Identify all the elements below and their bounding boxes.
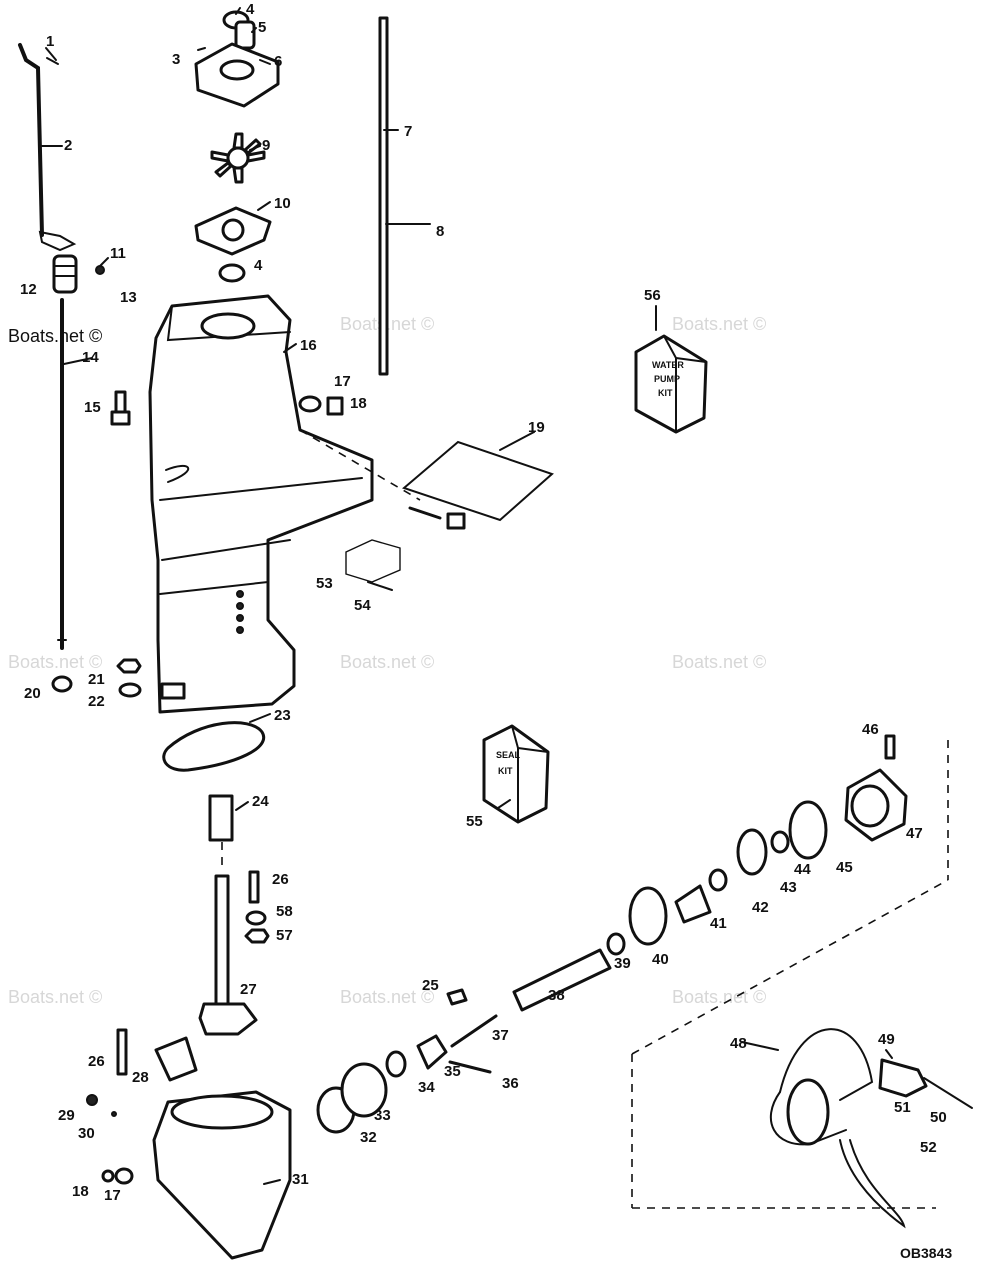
callout-43: 43 xyxy=(780,879,797,896)
callout-36: 36 xyxy=(502,1075,519,1092)
callout-20: 20 xyxy=(24,685,41,702)
callout-49: 49 xyxy=(878,1031,895,1048)
drain-plug xyxy=(298,395,344,416)
callout-16: 16 xyxy=(300,337,317,354)
watermark-text: Boats.net © xyxy=(672,987,766,1007)
trim-tab-anode xyxy=(345,539,401,591)
propeller-assembly xyxy=(631,1028,973,1229)
watermarks: Boats.net © Boats.net © Boats.net © Boat… xyxy=(8,314,766,1007)
diagram-code: OB3843 xyxy=(900,1245,952,1261)
callout-18: 18 xyxy=(350,395,367,412)
callout-12: 12 xyxy=(20,281,37,298)
driveshaft-assembly xyxy=(198,794,270,1036)
kit-label-line: PUMP xyxy=(654,374,680,384)
watermark-text: Boats.net © xyxy=(8,652,102,672)
callout-55: 55 xyxy=(466,813,483,830)
callout-8: 8 xyxy=(436,223,444,240)
shift-rod-lower xyxy=(51,298,73,693)
callout-54: 54 xyxy=(354,597,371,614)
screw xyxy=(110,390,131,426)
gasket xyxy=(162,721,266,772)
callout-58: 58 xyxy=(276,903,293,920)
callout-14: 14 xyxy=(82,349,99,366)
gear-train xyxy=(316,734,949,1134)
callout-56: 56 xyxy=(644,287,661,304)
callout-42: 42 xyxy=(752,899,769,916)
watermark-text: Boats.net © xyxy=(8,326,102,346)
callout-25: 25 xyxy=(422,977,439,994)
callout-47: 47 xyxy=(906,825,923,842)
callout-41: 41 xyxy=(710,915,727,932)
callout-40: 40 xyxy=(652,951,669,968)
callouts: 1 2 3 4 5 6 7 8 9 10 11 4 12 13 14 15 16… xyxy=(20,1,947,1204)
callout-44: 44 xyxy=(794,861,811,878)
shift-rod-coupler xyxy=(52,254,105,294)
callout-38: 38 xyxy=(548,987,565,1004)
callout-5: 5 xyxy=(258,19,266,36)
callout-39: 39 xyxy=(614,955,631,972)
callout-7: 7 xyxy=(404,123,412,140)
callout-31: 31 xyxy=(292,1171,309,1188)
watermark-text: Boats.net © xyxy=(672,652,766,672)
decal-sheet xyxy=(299,429,554,530)
gearcase-housing xyxy=(86,1028,292,1260)
callout-17: 17 xyxy=(334,373,351,390)
kit-label-line: KIT xyxy=(658,388,673,398)
callout-4-lower: 4 xyxy=(254,257,263,274)
callout-33: 33 xyxy=(374,1107,391,1124)
callout-18-lower: 18 xyxy=(72,1183,89,1200)
long-stud xyxy=(378,16,431,376)
callout-28: 28 xyxy=(132,1069,149,1086)
callout-37: 37 xyxy=(492,1027,509,1044)
callout-22: 22 xyxy=(88,693,105,710)
water-pump-kit: WATER PUMP KIT xyxy=(634,334,708,434)
callout-51: 51 xyxy=(894,1099,911,1116)
callout-26-lower: 26 xyxy=(88,1053,105,1070)
watermark-text: Boats.net © xyxy=(340,987,434,1007)
callout-35: 35 xyxy=(444,1063,461,1080)
callout-23: 23 xyxy=(274,707,291,724)
leader-lines xyxy=(41,7,893,1185)
callout-45: 45 xyxy=(836,859,853,876)
shift-rod-upper xyxy=(18,43,77,252)
callout-48: 48 xyxy=(730,1035,747,1052)
watermark-text: Boats.net © xyxy=(672,314,766,334)
callout-4: 4 xyxy=(246,1,255,18)
callout-24: 24 xyxy=(252,793,269,810)
callout-32: 32 xyxy=(360,1129,377,1146)
seal-kit: SEAL KIT xyxy=(482,724,550,824)
callout-1: 1 xyxy=(46,33,54,50)
watermark-text: Boats.net © xyxy=(340,652,434,672)
callout-29: 29 xyxy=(58,1107,75,1124)
callout-57: 57 xyxy=(276,927,293,944)
callout-46: 46 xyxy=(862,721,879,738)
callout-3: 3 xyxy=(172,51,180,68)
callout-21: 21 xyxy=(88,671,105,688)
callout-50: 50 xyxy=(930,1109,947,1126)
callout-10: 10 xyxy=(274,195,291,212)
kit-label-line: SEAL xyxy=(496,750,521,760)
callout-52: 52 xyxy=(920,1139,937,1156)
callout-27: 27 xyxy=(240,981,257,998)
watermark-text: Boats.net © xyxy=(8,987,102,1007)
kit-label-line: WATER xyxy=(652,360,684,370)
callout-53: 53 xyxy=(316,575,333,592)
callout-2: 2 xyxy=(64,137,72,154)
callout-19: 19 xyxy=(528,419,545,436)
callout-15: 15 xyxy=(84,399,101,416)
water-pump-assembly xyxy=(194,10,280,283)
callout-6: 6 xyxy=(274,53,282,70)
callout-26: 26 xyxy=(272,871,289,888)
callout-17-lower: 17 xyxy=(104,1187,121,1204)
kit-label-line: KIT xyxy=(498,766,513,776)
driveshaft-housing xyxy=(148,294,374,714)
callout-30: 30 xyxy=(78,1125,95,1142)
callout-9: 9 xyxy=(262,137,270,154)
callout-11: 11 xyxy=(110,245,126,262)
nut-and-washer xyxy=(116,658,142,698)
callout-34: 34 xyxy=(418,1079,435,1096)
callout-13: 13 xyxy=(120,289,137,306)
